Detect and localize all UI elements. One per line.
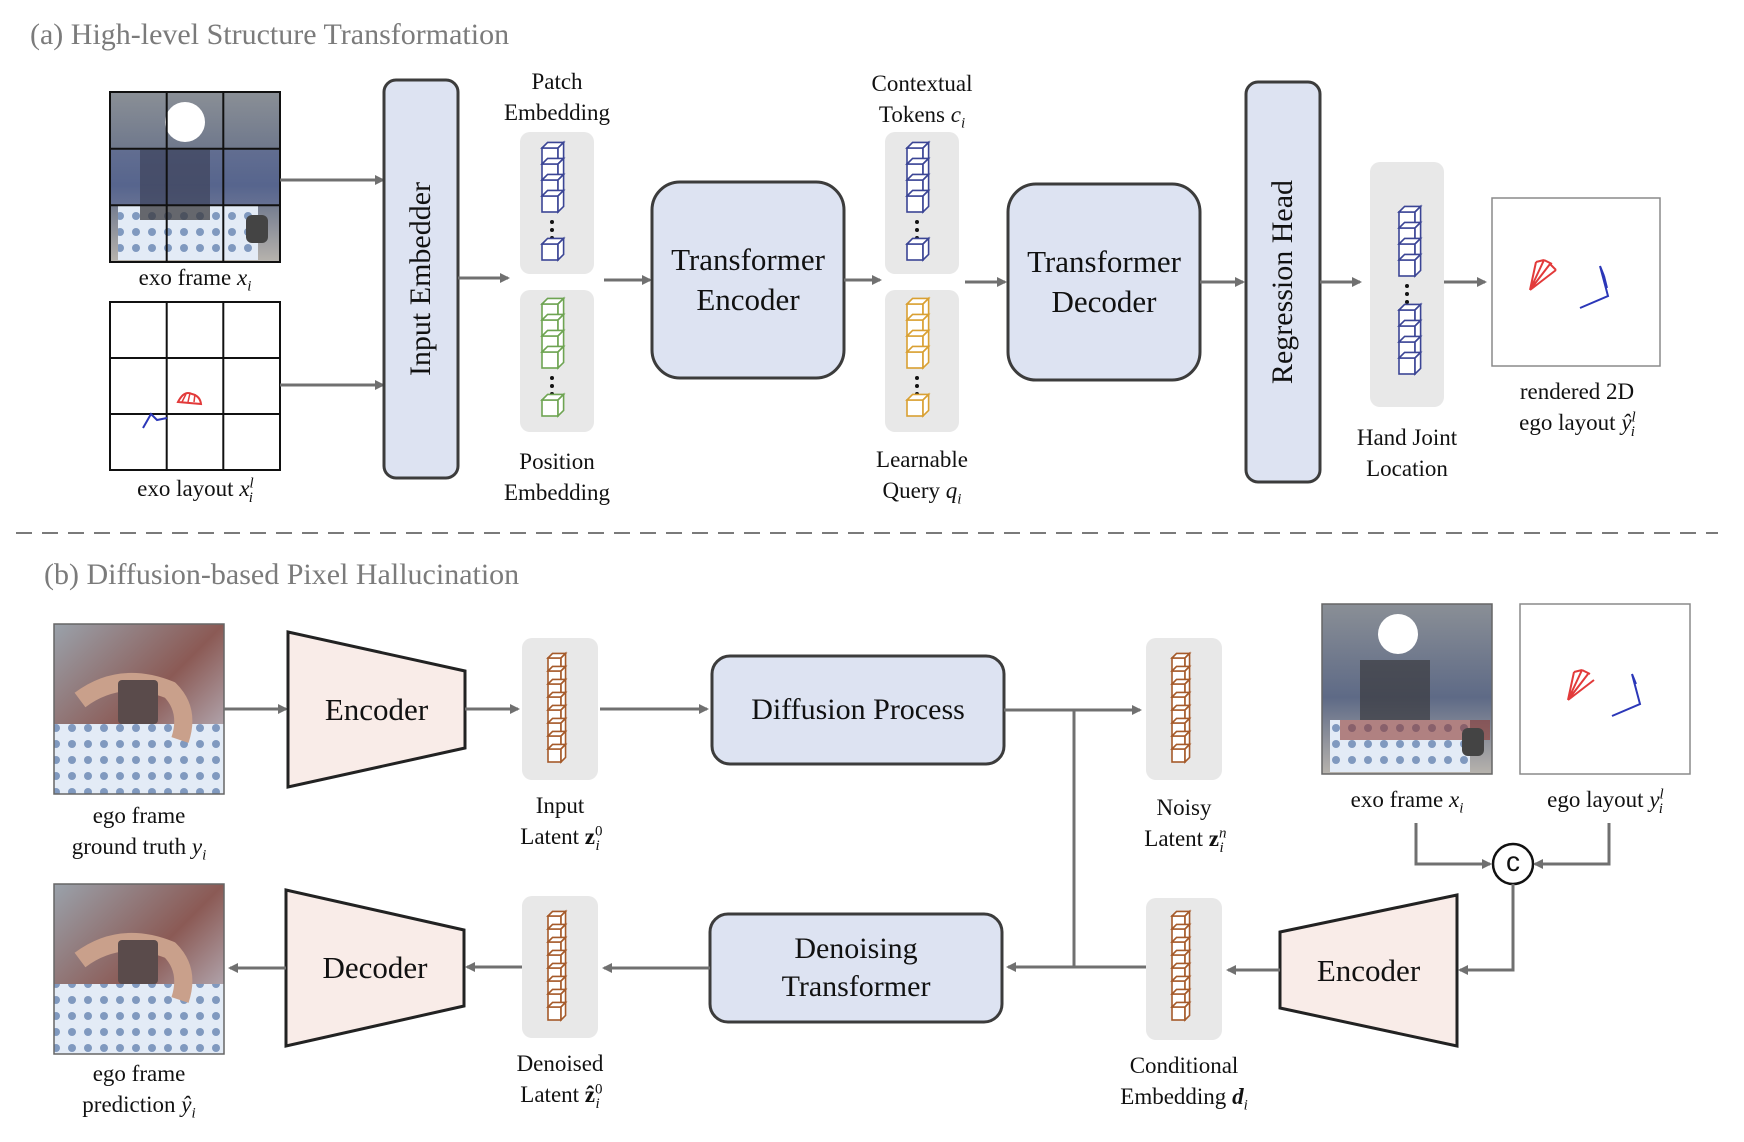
- exo-layout-image: [109, 301, 281, 471]
- arrow-exo-frame-to-concat: [1414, 823, 1492, 869]
- noisy-latent-token-cube: [1170, 742, 1192, 764]
- ego-layout-b-image: [1519, 603, 1691, 775]
- joint-ellipsis-dot: [1405, 300, 1409, 304]
- token-stacks: [540, 140, 1423, 1022]
- position-ellipsis-dot: [550, 376, 554, 380]
- exo-frame-image: [109, 91, 281, 263]
- context-token-cube: [905, 188, 931, 214]
- conditional-latent-token-cube: [1170, 1000, 1192, 1022]
- query-token-cube: [905, 392, 931, 418]
- joint-ellipsis-dot: [1405, 292, 1409, 296]
- rendered-ego-layout-label: rendered 2D ego layout ŷli: [1519, 379, 1636, 440]
- encoder-top-shape: [286, 630, 467, 789]
- exo-frame-b-label: exo frame xi: [1350, 787, 1464, 817]
- exo-frame-label: exo frame xi: [138, 265, 252, 295]
- input-latent-token-cube: [546, 742, 568, 764]
- regression-head-label: Regression Head: [1266, 179, 1299, 385]
- ego-layout-b-label: ego layout yli: [1547, 786, 1664, 817]
- joint-token-cube: [1397, 350, 1423, 376]
- query-ellipsis-dot: [915, 376, 919, 380]
- concat-symbol: c: [1506, 846, 1520, 877]
- ego-frame-prediction-image: [53, 883, 225, 1055]
- context-token-cube: [905, 236, 931, 262]
- query-ellipsis-dot: [915, 384, 919, 388]
- encoder-top-label: Encoder: [324, 691, 429, 727]
- patch-ellipsis-dot: [550, 220, 554, 224]
- patch-token-cube: [540, 188, 566, 214]
- position-token-cube: [540, 344, 566, 370]
- ego-prediction-label: ego frame prediction ŷi: [82, 1061, 196, 1122]
- noisy-latent-label: Noisy Latent zni: [1144, 795, 1227, 856]
- query-token-cube: [905, 344, 931, 370]
- position-ellipsis-dot: [550, 384, 554, 388]
- ego-frame-ground-truth-image: [53, 623, 225, 795]
- exo-layout-label: exo layout xli: [137, 475, 254, 506]
- context-ellipsis-dot: [915, 228, 919, 232]
- section-a-title: (a) High-level Structure Transformation: [30, 18, 510, 51]
- conditional-embedding-label: Conditional Embedding di: [1120, 1053, 1248, 1114]
- input-embedder-label: Input Embedder: [404, 181, 438, 377]
- section-b-title: (b) Diffusion-based Pixel Hallucination: [44, 558, 520, 591]
- arrow-concat-to-encoder: [1458, 884, 1515, 975]
- joint-token-cube: [1397, 252, 1423, 278]
- contextual-tokens-label: Contextual Tokens ci: [871, 71, 973, 132]
- position-token-cube: [540, 392, 566, 418]
- joint-ellipsis-dot: [1405, 284, 1409, 288]
- patch-ellipsis-dot: [550, 228, 554, 232]
- decoder-label: Decoder: [322, 950, 428, 985]
- learnable-query-label: Learnable Query qi: [876, 447, 968, 508]
- patch-token-cube: [540, 236, 566, 262]
- denoised-latent-token-cube: [546, 1000, 568, 1022]
- denoised-latent-label: Denoised Latent ẑ0i: [516, 1051, 604, 1112]
- arrow-ego-layout-to-concat: [1533, 823, 1611, 869]
- encoder-bottom-shape: [1278, 893, 1459, 1048]
- exo-frame-b-image: [1321, 603, 1493, 775]
- encoder-bottom-label: Encoder: [1316, 952, 1421, 988]
- ego-gt-label: ego frame ground truth yi: [71, 803, 207, 864]
- diffusion-process-label: Diffusion Process: [751, 693, 965, 726]
- context-ellipsis-dot: [915, 220, 919, 224]
- rendered-ego-layout-image: [1491, 197, 1661, 367]
- decoder-shape: [284, 888, 466, 1048]
- input-latent-label: Input Latent z0i: [520, 793, 603, 854]
